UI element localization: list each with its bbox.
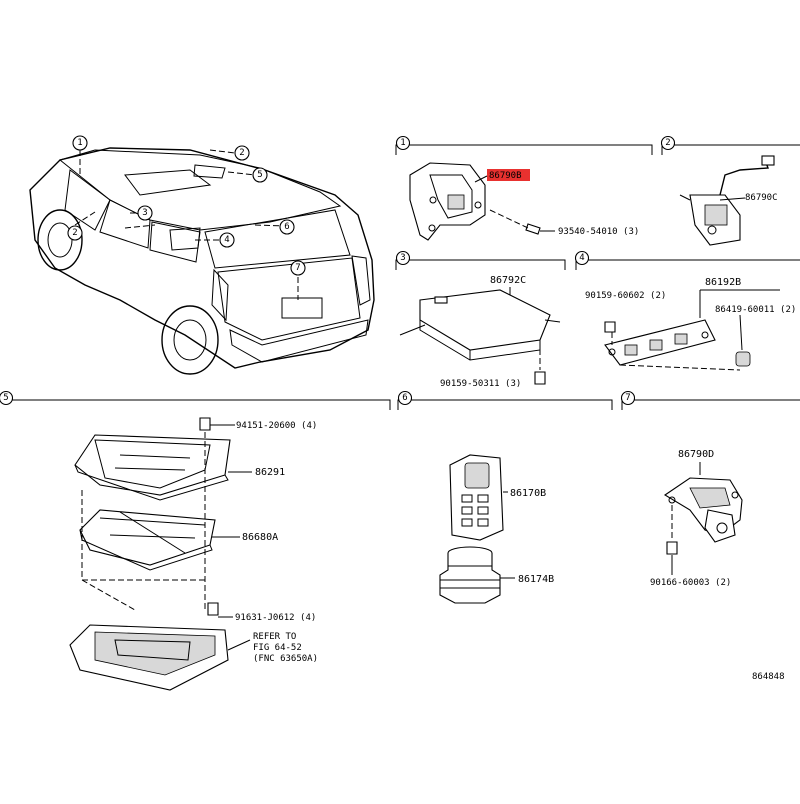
label-90166: 90166-60003 (2): [650, 578, 731, 588]
vehicle-callout-5: 5: [253, 168, 267, 182]
console-lid-icon: [70, 625, 228, 690]
bolt-91631-icon: [208, 603, 218, 615]
remote-86170b-icon: [450, 455, 503, 540]
svg-text:5: 5: [3, 393, 8, 403]
section-4: 4 86192B 90159-60602 (2) 86419-60011 (2): [576, 252, 800, 371]
label-86174b: 86174B: [518, 574, 554, 585]
ref-line-2: FIG 64-52: [253, 643, 302, 653]
vehicle-callout-7: 7: [291, 261, 305, 275]
label-86792c: 86792C: [490, 275, 526, 286]
section-1: 1 86790B 93540-54010 (3): [396, 137, 652, 241]
svg-text:2: 2: [665, 138, 670, 148]
control-module-86792c-icon: [400, 290, 560, 360]
svg-text:7: 7: [625, 393, 630, 403]
vehicle-callout-4: 4: [220, 233, 234, 247]
label-91631: 91631-J0612 (4): [235, 613, 316, 623]
vehicle-callout-2-bottom: 2: [68, 226, 82, 240]
cap-86419-icon: [736, 352, 750, 366]
svg-text:4: 4: [224, 235, 229, 245]
drawing-number: 864848: [752, 672, 785, 682]
vehicle-callout-6: 6: [280, 220, 294, 234]
svg-text:7: 7: [295, 263, 300, 273]
camera-bracket-86790b-icon: [410, 163, 485, 240]
svg-text:1: 1: [77, 138, 82, 148]
bolt-94151-icon: [200, 418, 210, 430]
svg-text:3: 3: [400, 253, 405, 263]
bracket-86680a-icon: [80, 510, 215, 570]
label-90159-60602: 90159-60602 (2): [585, 291, 666, 301]
ref-line-3: (FNC 63650A): [253, 654, 318, 664]
bolt-90159-50311-icon: [535, 372, 545, 384]
section-3: 3 86792C 90159-50311 (3): [396, 252, 565, 390]
plate-86291-icon: [75, 435, 230, 500]
switch-panel-86192b-icon: [605, 320, 715, 365]
vehicle-illustration: [30, 148, 374, 374]
svg-text:6: 6: [402, 393, 407, 403]
vehicle-callout-2-top: 2: [235, 146, 249, 160]
bolt-93540-icon: [526, 224, 555, 234]
label-86419-60011: 86419-60011 (2): [715, 305, 796, 315]
svg-text:3: 3: [142, 208, 147, 218]
vehicle-callout-1: 1: [73, 136, 87, 150]
label-86790b: 86790B: [489, 171, 522, 181]
label-86790d: 86790D: [678, 449, 714, 460]
label-94151: 94151-20600 (4): [236, 421, 317, 431]
vehicle-callout-3: 3: [138, 206, 152, 220]
svg-text:4: 4: [579, 253, 584, 263]
section-2: 2 86790C: [662, 137, 800, 246]
svg-text:2: 2: [239, 148, 244, 158]
ref-line-1: REFER TO: [253, 632, 296, 642]
label-86170b: 86170B: [510, 488, 546, 499]
label-86790c: 86790C: [745, 193, 778, 203]
label-86680a: 86680A: [242, 532, 278, 543]
section-6: 6 86170B 86174B: [398, 392, 612, 604]
svg-text:6: 6: [284, 222, 289, 232]
section-7: 7 86790D 90166-60003 (2): [622, 392, 800, 589]
label-86291: 86291: [255, 467, 285, 478]
camera-86790d-icon: [665, 478, 742, 542]
label-90159-50311: 90159-50311 (3): [440, 379, 521, 389]
svg-text:1: 1: [400, 138, 405, 148]
bolt-90166-icon: [667, 542, 677, 554]
holder-86174b-icon: [440, 547, 500, 603]
bolt-90159-60602-icon: [605, 322, 615, 332]
svg-text:5: 5: [257, 170, 262, 180]
section-5: 5 94151-20600 (4) 86291 86680A 91631-J06…: [0, 392, 390, 691]
label-86192b: 86192B: [705, 277, 741, 288]
label-93540: 93540-54010 (3): [558, 227, 639, 237]
svg-text:2: 2: [72, 228, 77, 238]
